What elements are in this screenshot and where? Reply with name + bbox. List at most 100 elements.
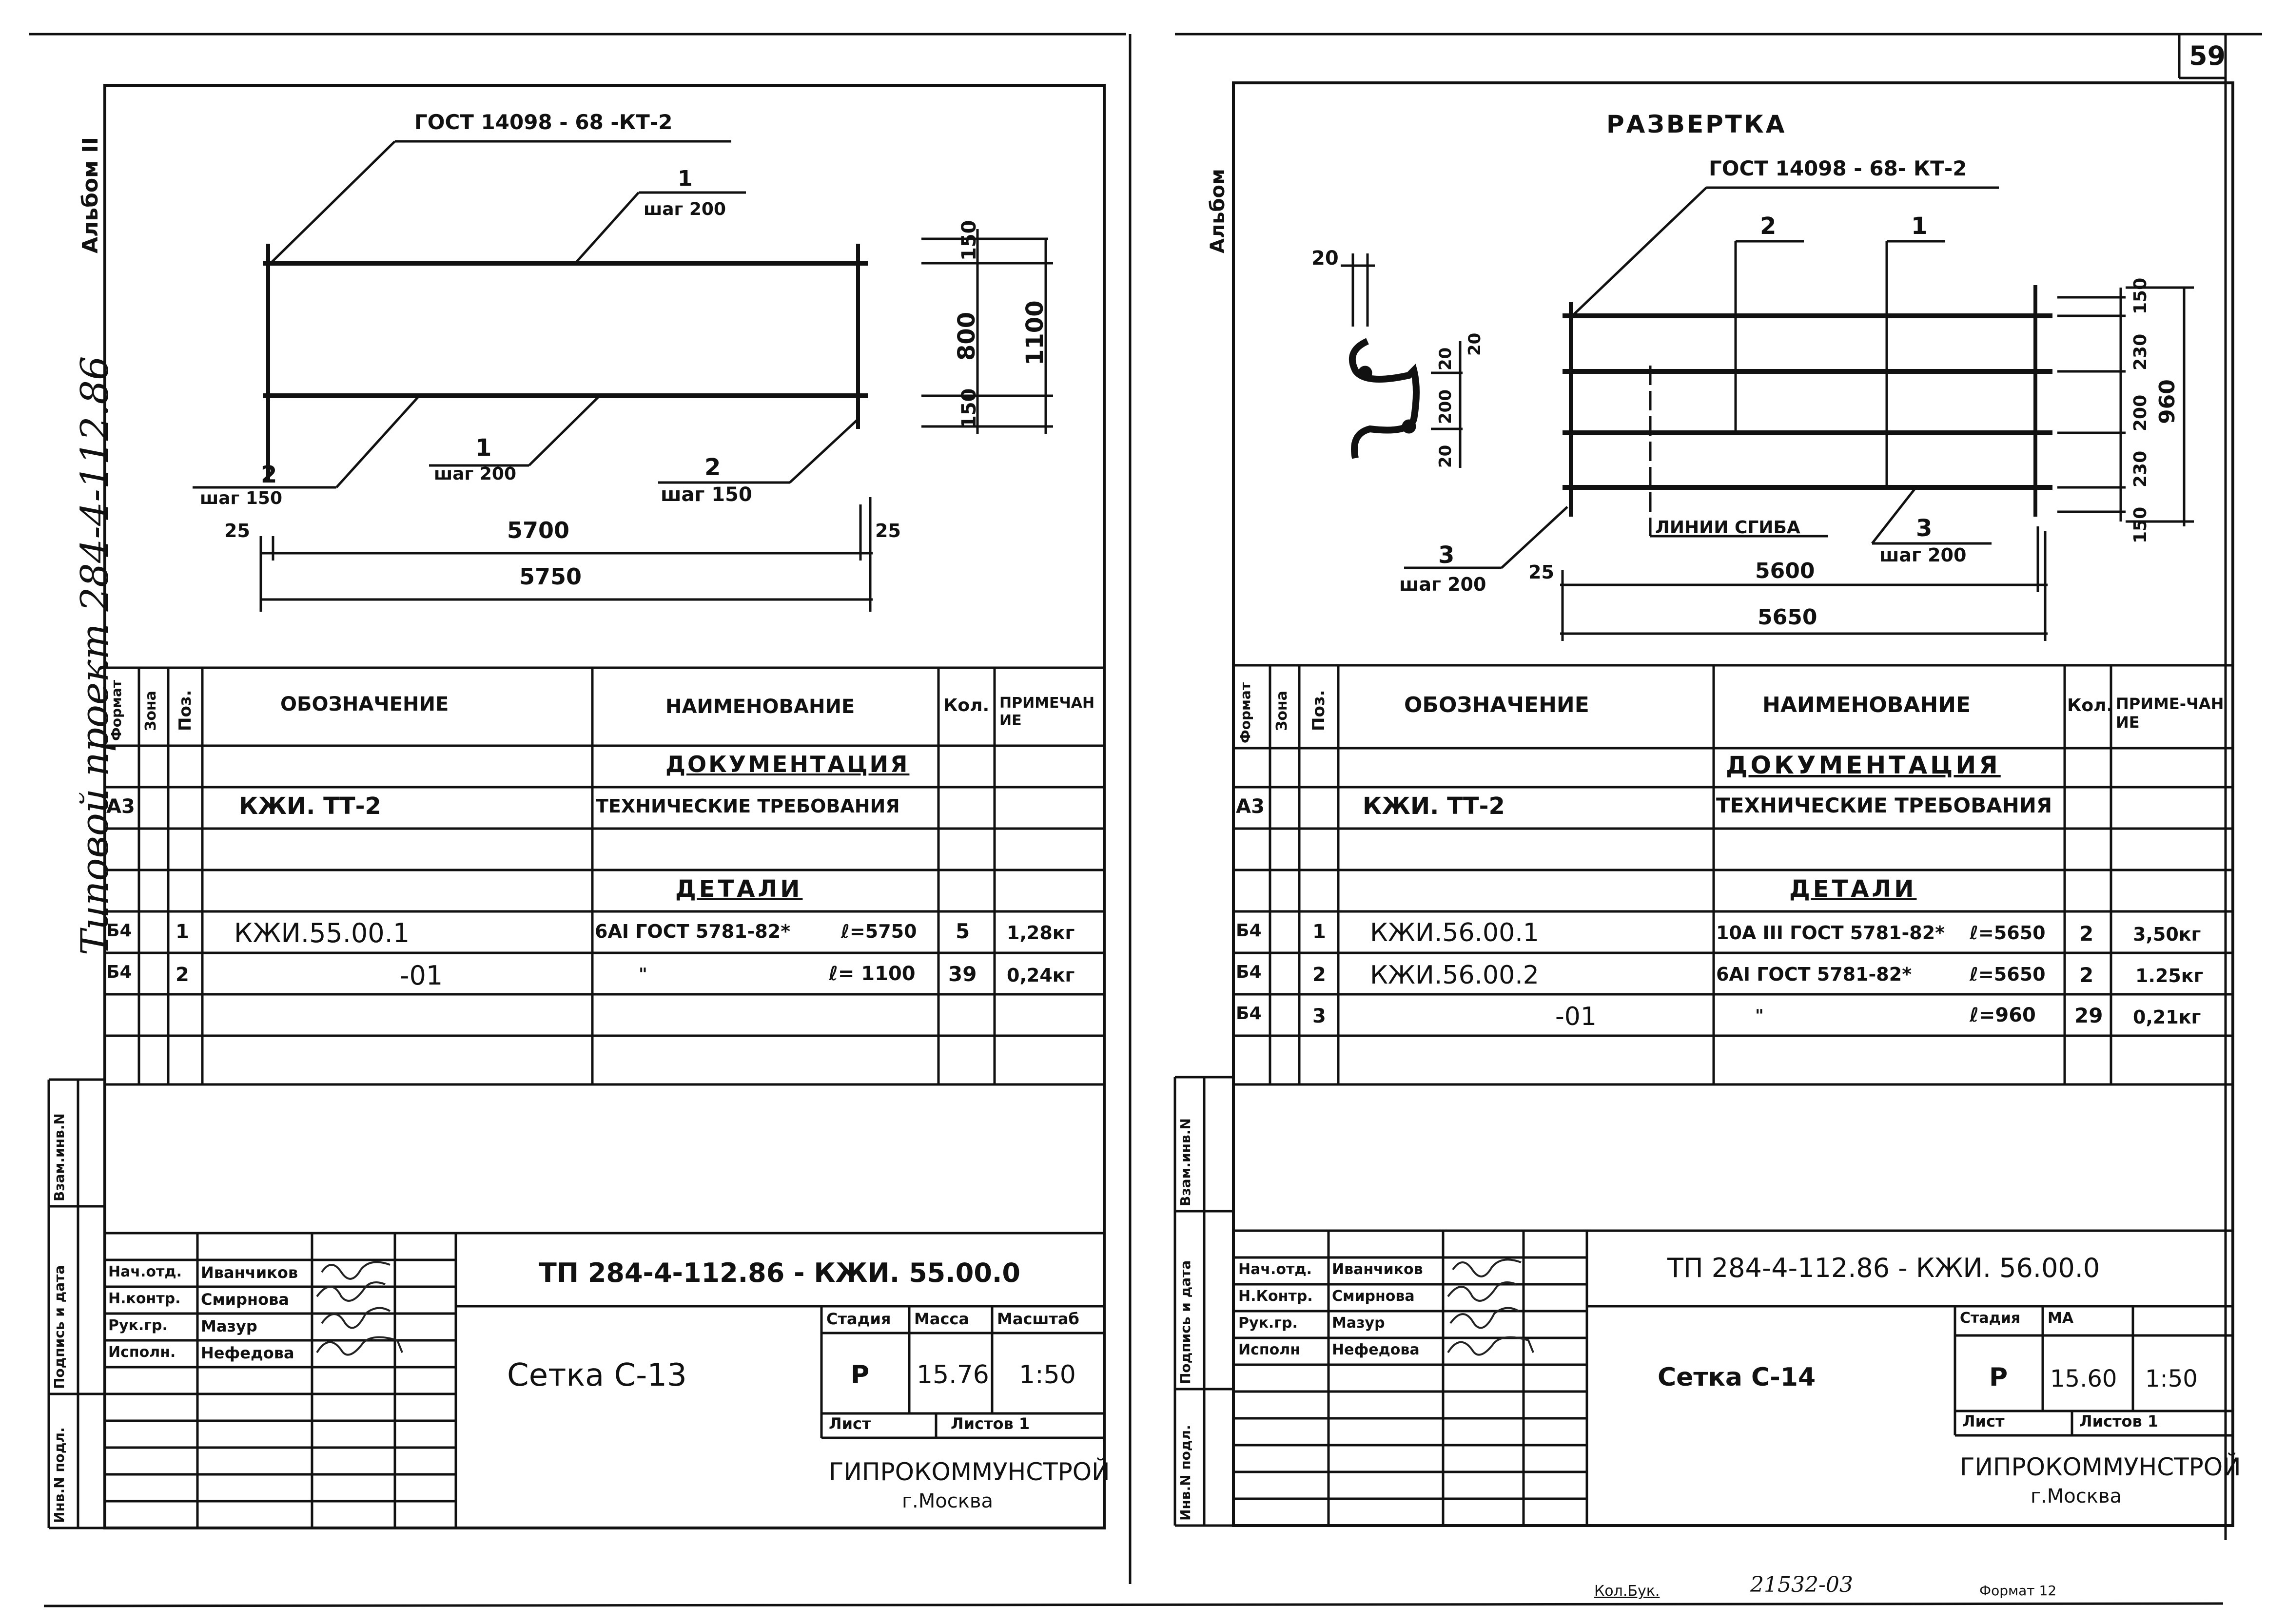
tb-org: ГИПРОКОММУНСТРОЙ xyxy=(829,1458,1110,1486)
row2-length: ℓ= 1100 xyxy=(829,963,916,985)
r-row1-length: ℓ=5650 xyxy=(1970,922,2046,944)
page-number: 59 xyxy=(2189,40,2226,71)
pos-2-right: 2 xyxy=(704,454,721,481)
step-200-right: шаг 200 xyxy=(1879,544,1967,566)
tb-scale-header: Масштаб xyxy=(997,1310,1079,1328)
dim-right-3: 200 xyxy=(2130,394,2150,431)
r-tb-role-4: Исполн xyxy=(1238,1341,1300,1358)
row2-name: " xyxy=(639,965,647,984)
tb-name-2: Смирнова xyxy=(201,1290,289,1309)
dim-25-right: 25 xyxy=(875,520,901,541)
r-tb-scale: 1:50 xyxy=(2145,1365,2198,1392)
tb-sheets: Листов 1 xyxy=(951,1414,1030,1433)
r-row3-qty: 29 xyxy=(2074,1004,2103,1027)
dim-25-left: 25 xyxy=(224,520,250,541)
col-pos-header: Поз. xyxy=(176,690,195,732)
step-200-left: шаг 200 xyxy=(1399,574,1486,595)
r-tb-city: г.Москва xyxy=(2031,1485,2122,1508)
col-name-header: НАИМЕНОВАНИЕ xyxy=(665,696,855,718)
row1-designation: КЖИ.55.00.1 xyxy=(234,918,410,948)
r-tb-role-2: Н.Контр. xyxy=(1238,1288,1313,1305)
dim-right-4: 230 xyxy=(2130,450,2150,487)
col-designation-header: ОБОЗНАЧЕНИЕ xyxy=(280,693,449,715)
dim-20-top: 20 xyxy=(1311,247,1339,270)
r-tb-stage: Р xyxy=(1989,1363,2008,1392)
dim-200: 200 xyxy=(1436,389,1455,424)
r-row3-name: " xyxy=(1755,1006,1764,1025)
pos-1-top: 1 xyxy=(678,166,693,191)
stamp-vzam-right: Взам.инв.N xyxy=(1177,1118,1193,1206)
tb-stage: Р xyxy=(851,1360,870,1390)
doc-designation-right: КЖИ. ТТ-2 xyxy=(1363,793,1505,820)
step-200-top: шаг 200 xyxy=(644,199,726,219)
r-tb-name-1: Иванчиков xyxy=(1332,1261,1423,1278)
col-name-header-right: НАИМЕНОВАНИЕ xyxy=(1762,693,1971,717)
dim-20-c: 20 xyxy=(1436,445,1455,468)
r-row3-note: 0,21кг xyxy=(2133,1006,2201,1028)
tb-scale: 1:50 xyxy=(1019,1360,1076,1390)
doc-name: ТЕХНИЧЕСКИЕ ТРЕБОВАНИЯ xyxy=(596,795,900,817)
row1-qty: 5 xyxy=(956,919,970,943)
stamp-inv-right: Инв.N подл. xyxy=(1177,1425,1193,1521)
doc-name-right: ТЕХНИЧЕСКИЕ ТРЕБОВАНИЯ xyxy=(1716,793,2052,817)
dim-right-2: 230 xyxy=(2130,333,2150,370)
r-row2-pos: 2 xyxy=(1312,964,1326,986)
r-row2-qty: 2 xyxy=(2079,963,2094,987)
tb-role-2: Н.контр. xyxy=(108,1290,181,1307)
project-label: Типовой проект 284-4-112.86 xyxy=(73,356,117,955)
col-zone-header: Зона xyxy=(142,691,159,731)
r-row1-format: Б4 xyxy=(1236,921,1262,941)
r-tb-name-2: Смирнова xyxy=(1332,1288,1415,1305)
tb-city: г.Москва xyxy=(902,1490,993,1512)
r-row3-length: ℓ=960 xyxy=(1970,1004,2036,1026)
row2-qty: 39 xyxy=(948,962,977,986)
dim-150-bottom: 150 xyxy=(958,388,980,429)
tb-mass: 15.76 xyxy=(917,1360,989,1390)
section-docs: ДОКУМЕНТАЦИЯ xyxy=(665,751,910,777)
dim-right-5: 150 xyxy=(2130,506,2150,543)
col-format-header-right: Формат xyxy=(1237,682,1253,743)
bottom-left-note: Кол.Бук. xyxy=(1594,1583,1660,1600)
album-label-right: Альбом xyxy=(1207,169,1229,253)
row2-note: 0,24кг xyxy=(1007,965,1075,986)
row2-format: Б4 xyxy=(106,962,132,982)
row1-length: ℓ=5750 xyxy=(841,921,917,942)
section-parts-right: ДЕТАЛИ xyxy=(1789,875,1917,903)
r-row3-pos: 3 xyxy=(1312,1005,1326,1027)
doc-format-right: А3 xyxy=(1236,795,1265,818)
r-tb-sheet: Лист xyxy=(1962,1412,2005,1431)
tb-stage-header: Стадия xyxy=(826,1310,891,1328)
row1-note: 1,28кг xyxy=(1007,922,1075,944)
step-150-left: шаг 150 xyxy=(200,488,283,508)
col-note-header-right: ПРИМЕ-ЧАНИЕ xyxy=(2116,695,2224,732)
dim-right-1: 150 xyxy=(2130,277,2150,314)
col-qty-header: Кол. xyxy=(943,696,990,715)
r-tb-sheets: Листов 1 xyxy=(2079,1412,2159,1431)
r-tb-mass: 15.60 xyxy=(2050,1365,2117,1392)
tb-role-1: Нач.отд. xyxy=(108,1263,182,1280)
step-150-right: шаг 150 xyxy=(661,483,752,506)
dim-5700: 5700 xyxy=(507,517,570,543)
r-tb-role-1: Нач.отд. xyxy=(1238,1261,1312,1278)
dim-5750: 5750 xyxy=(519,563,582,590)
r-row1-qty: 2 xyxy=(2079,922,2094,946)
pos-2-left: 2 xyxy=(261,461,277,488)
step-200-bottom: шаг 200 xyxy=(434,464,517,484)
fold-lines-label: ЛИНИИ СГИБА xyxy=(1655,518,1800,538)
r-row2-name: 6АI ГОСТ 5781-82* xyxy=(1716,964,1912,985)
r-tb-name-4: Нефедова xyxy=(1332,1341,1420,1358)
dim-1100: 1100 xyxy=(1021,300,1049,366)
pos-1-bottom: 1 xyxy=(475,434,492,462)
r-tb-title: Сетка С-14 xyxy=(1658,1363,1816,1392)
gost-label-right: ГОСТ 14098 - 68- КТ-2 xyxy=(1709,156,1967,180)
doc-designation: КЖИ. ТТ-2 xyxy=(239,793,381,820)
row1-name: 6АI ГОСТ 5781-82* xyxy=(595,921,791,942)
stamp-podpis: Подпись и дата xyxy=(51,1265,67,1389)
dim-5600: 5600 xyxy=(1755,559,1815,583)
stamp-inv: Инв.N подл. xyxy=(51,1427,67,1523)
r-tb-role-3: Рук.гр. xyxy=(1238,1315,1298,1332)
r-tb-stage-header: Стадия xyxy=(1960,1310,2021,1327)
pos-3-left: 3 xyxy=(1438,541,1455,569)
r-row2-format: Б4 xyxy=(1236,962,1262,982)
